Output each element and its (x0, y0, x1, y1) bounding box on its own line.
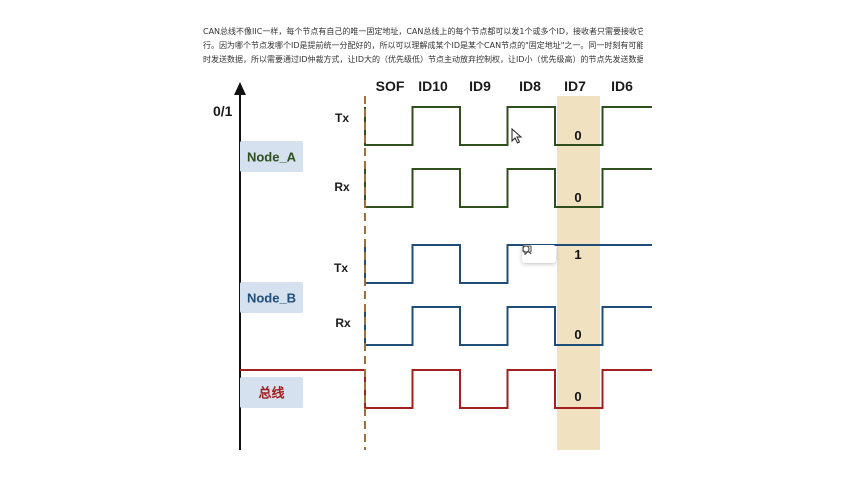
node-label-总线: 总线 (258, 386, 284, 401)
waveform-b_tx (364, 244, 652, 284)
article-line: 时发送数据，所以需要通过ID仲裁方式，让ID大的（优先级低）节点主动放弃控制权，… (203, 55, 643, 64)
y-axis-label: 0/1 (213, 103, 233, 119)
node-box-node_a (240, 141, 303, 172)
node-box-总线 (240, 377, 303, 408)
column-label-id6: ID6 (611, 78, 633, 94)
node-box-node_b (240, 282, 303, 313)
waveform-a_rx (364, 168, 652, 208)
signal-label-a_rx: Rx (334, 180, 350, 194)
id7-bit-value-b_rx: 0 (574, 327, 581, 342)
column-label-sof: SOF (376, 78, 405, 94)
waveform-a_tx (364, 106, 652, 146)
signal-label-b_rx: Rx (335, 316, 351, 330)
article-line: CAN总线不像IIC一样，每个节点有自己的唯一固定地址，CAN总线上的每个节点都… (203, 27, 643, 36)
id7-bit-value-bus: 0 (574, 389, 581, 404)
id7-highlight-band (557, 96, 600, 450)
mouse-cursor-icon (511, 128, 523, 144)
id7-bit-value-b_tx: 1 (574, 247, 581, 262)
column-label-id9: ID9 (469, 78, 491, 94)
selection-toolbar[interactable] (522, 245, 556, 263)
waveform-b_rx (364, 306, 652, 346)
waveform-bus (240, 369, 652, 409)
id7-bit-value-a_rx: 0 (574, 190, 581, 205)
node-label-node_b: Node_B (247, 291, 296, 306)
signal-label-a_tx: Tx (335, 111, 349, 125)
column-label-id10: ID10 (418, 78, 448, 94)
article-paragraph: CAN总线不像IIC一样，每个节点有自己的唯一固定地址，CAN总线上的每个节点都… (203, 25, 643, 67)
id7-bit-value-a_tx: 0 (574, 128, 581, 143)
node-label-node_a: Node_A (247, 150, 297, 165)
signal-label-b_tx: Tx (334, 261, 348, 275)
column-label-id8: ID8 (519, 78, 541, 94)
y-axis-arrow (234, 82, 246, 95)
article-line: 行。因为哪个节点发哪个ID是提前统一分配好的，所以可以理解成某个ID是某个CAN… (203, 41, 643, 50)
column-label-id7: ID7 (564, 78, 586, 94)
